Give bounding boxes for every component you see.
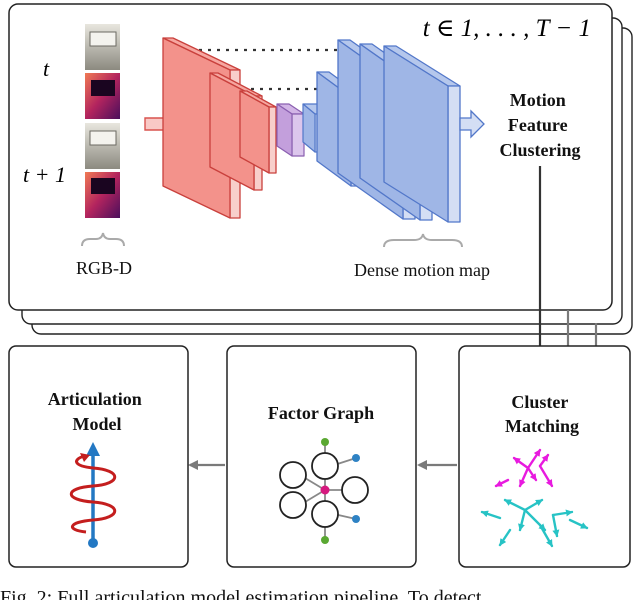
articulation-model-label: Articulation Model (48, 389, 147, 434)
frame-label-t1: t + 1 (23, 162, 66, 187)
cluster-matching-label: Cluster Matching (505, 392, 579, 436)
clustering-label: Motion Feature Clustering (500, 90, 581, 160)
input-frames (85, 24, 120, 218)
decoder (316, 39, 461, 223)
bottleneck (276, 103, 331, 157)
matched-clusters-icon (480, 448, 589, 548)
screw-axis-icon (70, 442, 116, 548)
output-arrow (459, 109, 485, 139)
rgb-frame-t1 (85, 123, 120, 169)
articulation-model-box (8, 345, 189, 568)
encoder (162, 37, 277, 219)
factor-graph-icon (279, 438, 369, 544)
time-range-label: t ∈ 1, . . . , T − 1 (423, 15, 591, 42)
rgb-frame-t (85, 24, 120, 70)
rgbd-label: RGB-D (76, 258, 132, 278)
dense-motion-label: Dense motion map (354, 260, 490, 280)
frame-label-t: t (43, 56, 50, 81)
pipeline-panel (8, 3, 613, 311)
figure-caption: Fig. 2: Full articulation model estimati… (0, 587, 482, 600)
dense-brace (383, 233, 463, 248)
rgbd-brace (81, 232, 125, 247)
factor-graph-label: Factor Graph (268, 403, 374, 423)
